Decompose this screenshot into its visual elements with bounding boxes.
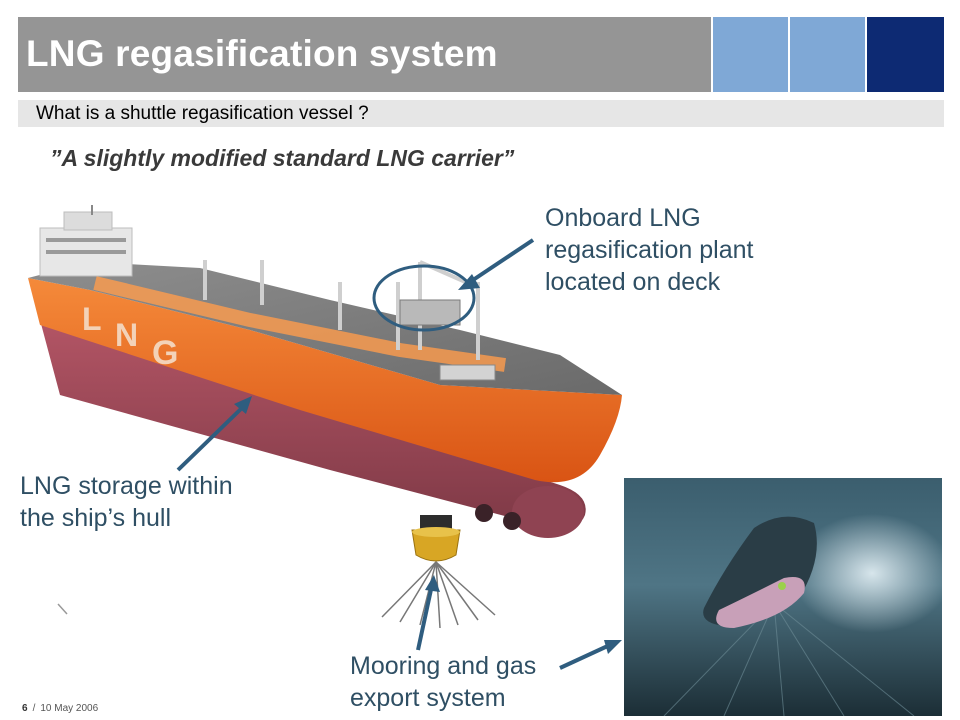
callout-storage: LNG storage within the ship’s hull <box>20 470 233 534</box>
callout-line: the ship’s hull <box>20 504 172 532</box>
bow-bulb <box>512 486 584 538</box>
hull-letter-g: G <box>152 334 178 372</box>
callout-line: Mooring and gas <box>350 652 537 680</box>
page-number: 6 <box>22 703 28 714</box>
underwater-inset-image <box>624 478 942 716</box>
callout-regas-plant: Onboard LNG regasification plant located… <box>545 202 753 298</box>
footer: 6 / 10 May 2006 <box>22 703 98 714</box>
callout-line: located on deck <box>545 268 721 296</box>
accent-square-1 <box>713 17 788 92</box>
page-title: LNG regasification system <box>26 33 498 74</box>
subtitle-bar: What is a shuttle regasification vessel … <box>18 100 944 127</box>
accent-square-2 <box>790 17 865 92</box>
callout-line: export system <box>350 684 506 712</box>
title-bar: LNG regasification system <box>18 17 711 92</box>
hull-letter-n: N <box>115 317 138 353</box>
hull-letter-l: L <box>82 301 102 337</box>
callout-line: LNG storage within <box>20 472 233 500</box>
callout-line: Onboard LNG <box>545 204 701 232</box>
subtitle-text: What is a shuttle regasification vessel … <box>36 103 369 124</box>
callout-line: regasification plant <box>545 236 754 264</box>
quote-text: ”A slightly modified standard LNG carrie… <box>50 145 515 171</box>
mooring-lines <box>381 561 496 629</box>
accent-square-3 <box>867 17 944 92</box>
footer-date: 10 May 2006 <box>40 703 99 714</box>
mooring-buoy <box>420 515 452 531</box>
ship-illustration: L N G <box>28 205 622 670</box>
hull-upper <box>28 278 622 483</box>
callout-mooring: Mooring and gas export system <box>350 650 536 714</box>
footer-separator: / <box>32 703 36 714</box>
hull-lower <box>40 320 586 529</box>
regas-highlight-ellipse <box>372 264 476 332</box>
